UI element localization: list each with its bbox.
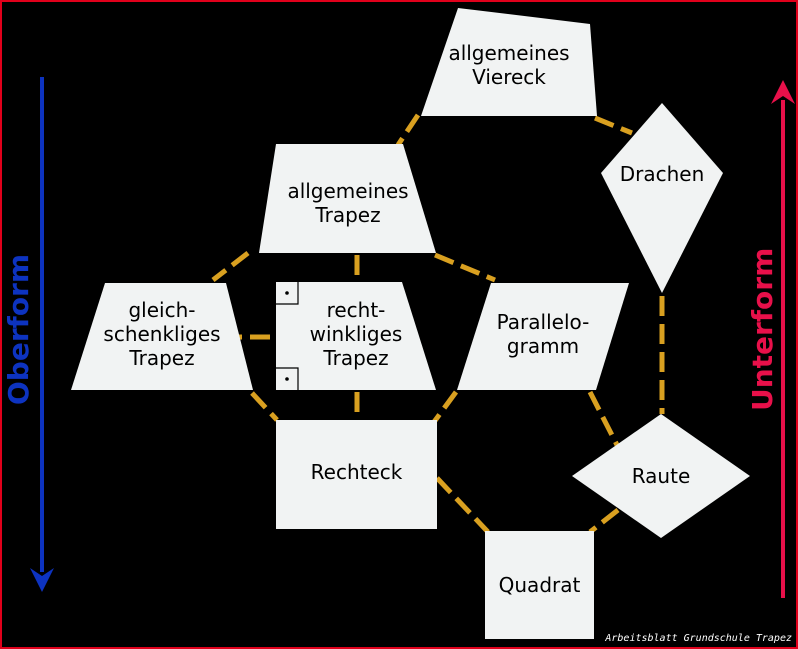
connector-viereck-drachen — [594, 115, 633, 136]
label-line: allgemeines — [287, 179, 409, 203]
shape-parallelogramm — [457, 283, 629, 390]
label-quadrat: Quadrat — [485, 573, 594, 597]
label-line: Viereck — [472, 65, 546, 89]
label-allgemeines-trapez: allgemeines Trapez — [258, 179, 438, 227]
label-line: Quadrat — [498, 573, 581, 597]
label-raute: Raute — [601, 464, 721, 488]
label-line: Trapez — [129, 346, 195, 370]
label-drachen: Drachen — [602, 162, 722, 186]
right-angle-marker-bottom — [276, 367, 299, 390]
oberform-label: Oberform — [2, 253, 35, 405]
shapes — [71, 8, 750, 639]
connectors — [211, 113, 665, 534]
label-parallelogramm: Parallelo- gramm — [468, 310, 618, 358]
label-line: allgemeines — [448, 41, 570, 65]
label-line: schenkliges — [103, 322, 221, 346]
connector-raute-quadrat — [588, 508, 620, 534]
label-allgemeines-viereck: allgemeines Viereck — [419, 41, 599, 89]
right-angle-dot-bottom — [285, 377, 289, 381]
right-angle-dot-top — [285, 291, 289, 295]
unterform-label: Unterform — [746, 247, 779, 411]
label-line: Parallelo- — [496, 310, 590, 334]
label-line: Drachen — [619, 162, 705, 186]
shape-raute — [572, 414, 750, 538]
shape-drachen — [601, 103, 723, 293]
shape-rechtwinkliges-trapez — [276, 282, 436, 390]
connector-gleichschenklig-rechteck — [250, 391, 279, 422]
connector-trapez-gleichschenklig — [211, 251, 250, 282]
right-angle-markers — [276, 282, 299, 390]
connector-parallelogramm-raute — [587, 390, 620, 447]
connector-rechteck-quadrat — [435, 476, 490, 534]
right-angle-marker-top — [276, 282, 299, 305]
label-line: gleich- — [128, 298, 196, 322]
shape-allgemeines-trapez — [259, 144, 436, 253]
label-line: Raute — [631, 464, 691, 488]
label-line: gramm — [506, 334, 580, 358]
connector-viereck-trapez — [395, 113, 421, 147]
watermark: Arbeitsblatt Grundschule Trapez — [605, 633, 792, 644]
shape-quadrat — [485, 531, 594, 639]
shape-gleichschenkliges-trapez — [71, 283, 253, 390]
label-rechteck: Rechteck — [276, 460, 437, 484]
unterform-arrowhead — [771, 80, 795, 104]
oberform-arrowhead — [30, 568, 54, 592]
label-line: Rechteck — [310, 460, 403, 484]
label-rechtwinkliges-trapez: recht- winkliges Trapez — [296, 298, 416, 370]
label-line: Trapez — [315, 203, 381, 227]
label-gleichschenkliges-trapez: gleich- schenkliges Trapez — [72, 298, 252, 370]
shape-rechteck — [276, 420, 437, 529]
connector-parallelogramm-rechteck — [431, 390, 459, 424]
label-line: recht- — [326, 298, 386, 322]
label-line: winkliges — [309, 322, 403, 346]
shape-allgemeines-viereck — [421, 8, 597, 116]
connector-trapez-parallelogramm — [434, 252, 496, 283]
label-line: Trapez — [323, 346, 389, 370]
